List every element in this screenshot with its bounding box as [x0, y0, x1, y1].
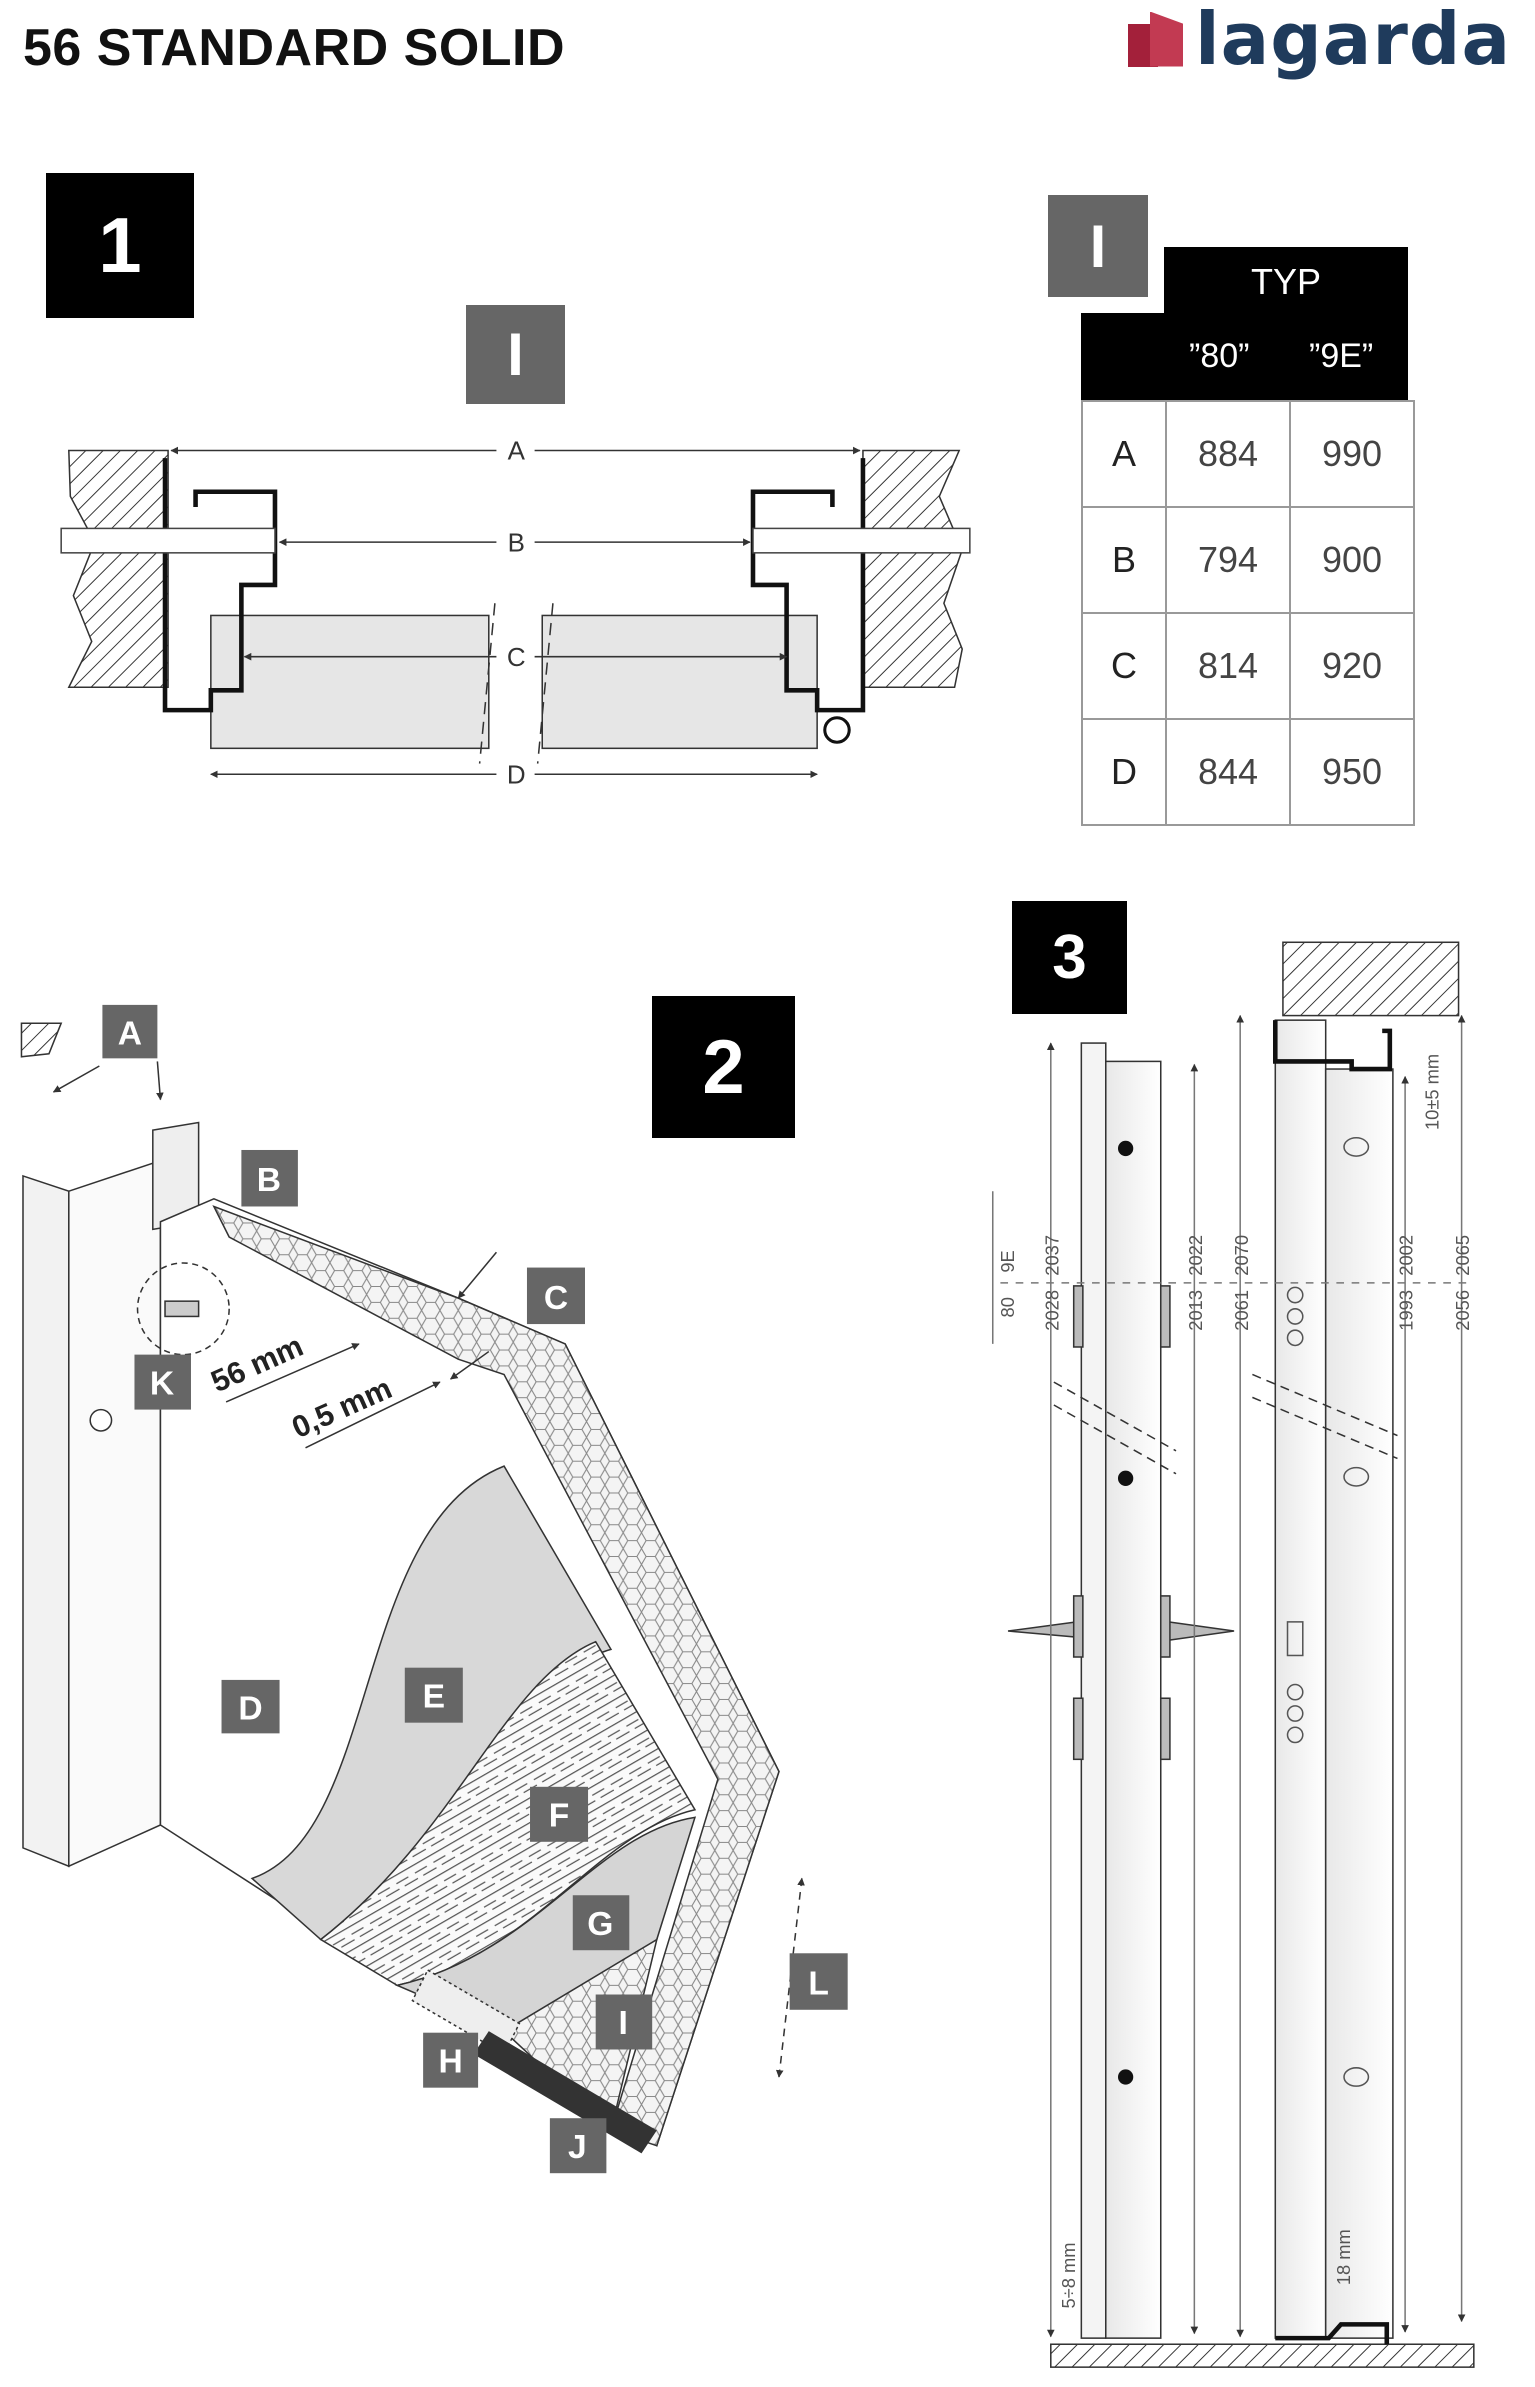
frame-side: [1080, 1042, 1107, 2339]
typ-header: TYP: [1164, 247, 1408, 317]
lagarda-logo: lagarda: [1128, 0, 1512, 81]
table-view-i-badge: I: [1048, 195, 1148, 297]
threshold-dim: 18 mm: [1333, 2229, 1354, 2285]
type-80-label: 80: [997, 1297, 1018, 1317]
section3-elevation-drawing: 9E 80 2037 2028 2022 2013 2070 2061 2002…: [991, 941, 1475, 2368]
section1-plan-drawing: A B C D: [60, 436, 971, 789]
row-key: B: [1081, 506, 1167, 614]
frame-profile-right: [750, 458, 866, 713]
cell-80: 814: [1165, 612, 1291, 720]
callout-b: B: [257, 1162, 281, 1199]
callout-a: A: [118, 1016, 142, 1053]
dim-2070: 2070: [1231, 1235, 1252, 1276]
frame-front: [1274, 1019, 1327, 2339]
section2-cutaway-drawing: 56 mm 0,5 mm A B C K D E F G H I J L: [20, 1004, 848, 2174]
section-2-badge: 2: [652, 996, 795, 1138]
dim-label-d: D: [507, 759, 526, 789]
cell-80: 844: [1165, 718, 1291, 826]
dim-1993: 1993: [1396, 1290, 1417, 1331]
edge-j: [473, 2031, 657, 2154]
bottom-gap-dim: 5÷8 mm: [1058, 2242, 1079, 2308]
callout-h: H: [438, 2043, 462, 2080]
cell-80: 794: [1165, 506, 1291, 614]
logo-text: lagarda: [1195, 0, 1512, 81]
section-1-badge: 1: [46, 173, 194, 318]
dim-2065: 2065: [1452, 1235, 1473, 1276]
table-header: TYP ”80” ”9E”: [1081, 247, 1408, 400]
dim-2037: 2037: [1041, 1235, 1062, 1276]
door-leaf-left: [210, 614, 490, 750]
dim-label-c: C: [507, 642, 526, 672]
section-3-badge: 3: [1012, 901, 1127, 1014]
type-9e-label: 9E: [997, 1250, 1018, 1272]
cell-9e: 990: [1289, 400, 1415, 508]
cell-80: 884: [1165, 400, 1291, 508]
leaf-front: [1324, 1068, 1394, 2339]
dim-2056: 2056: [1452, 1290, 1473, 1331]
layer-h: [411, 1969, 521, 2056]
row-key: A: [1081, 400, 1167, 508]
row-key: C: [1081, 612, 1167, 720]
callout-l: L: [808, 1966, 829, 2003]
cell-9e: 920: [1289, 612, 1415, 720]
callout-i: I: [619, 2005, 628, 2042]
dim-label-a: A: [508, 436, 526, 466]
view-i-badge: I: [466, 305, 565, 404]
callout-j: J: [568, 2129, 587, 2166]
dim-2028: 2028: [1041, 1290, 1062, 1331]
door-leaf-right: [541, 614, 818, 750]
page-title: 56 STANDARD SOLID: [23, 19, 566, 77]
callout-e: E: [423, 1678, 445, 1715]
dim-2013: 2013: [1185, 1290, 1206, 1331]
dim-2061: 2061: [1231, 1290, 1252, 1331]
column-9e: ”9E”: [1309, 337, 1374, 375]
row-key: D: [1081, 718, 1167, 826]
callout-g: G: [587, 1906, 613, 1943]
leaf-side: [1105, 1060, 1162, 2339]
logo-mark-icon: [1128, 11, 1183, 67]
right-wall: [862, 449, 964, 688]
table-column-headers: ”80” ”9E”: [1081, 313, 1408, 400]
cell-9e: 950: [1289, 718, 1415, 826]
dim-2022: 2022: [1185, 1235, 1206, 1276]
frame-post: [22, 1174, 70, 1868]
callout-f: F: [549, 1798, 570, 1835]
cell-9e: 900: [1289, 506, 1415, 614]
frame-profile-left: [162, 458, 278, 713]
callout-c: C: [544, 1280, 568, 1317]
left-wall: [67, 449, 169, 688]
dim-label-b: B: [508, 527, 525, 557]
top-gap-dim: 10±5 mm: [1422, 1054, 1443, 1130]
callout-k: K: [150, 1365, 174, 1402]
hinge-icon: [823, 716, 851, 744]
column-80: ”80”: [1189, 337, 1250, 375]
callout-d: D: [238, 1691, 262, 1728]
dim-2002: 2002: [1396, 1235, 1417, 1276]
